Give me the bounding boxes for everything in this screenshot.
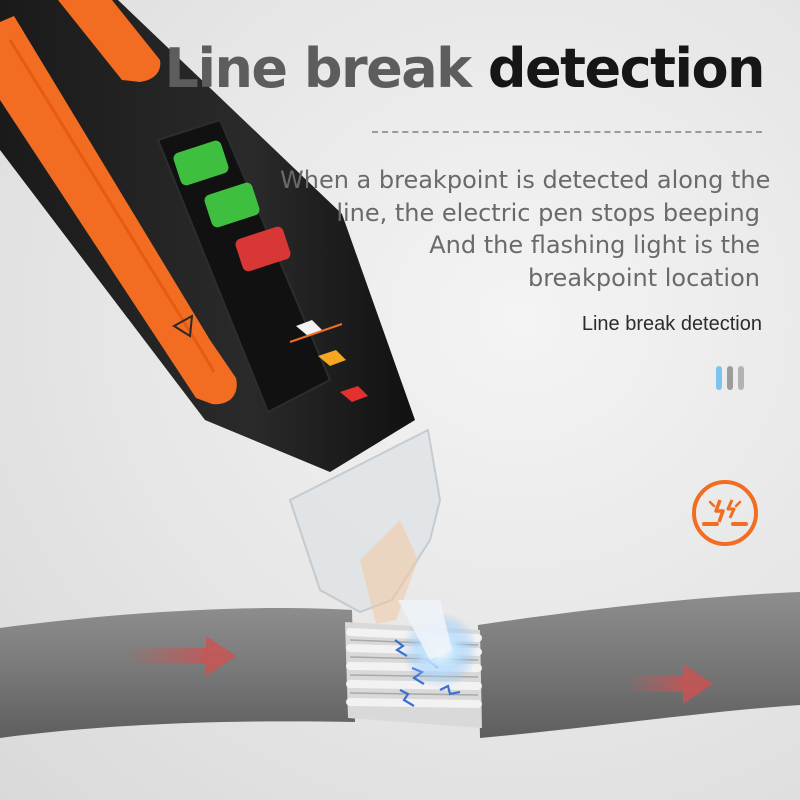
page-dot-3[interactable] [738, 366, 744, 390]
mode-button-2 [204, 182, 260, 228]
indicator-power [296, 320, 322, 336]
mode-button-1 [173, 140, 229, 186]
broken-wire-lightning-icon [692, 480, 758, 546]
description-line: When a breakpoint is detected along the [280, 166, 771, 194]
pagination-indicator[interactable] [716, 366, 744, 390]
cable-left [0, 608, 355, 738]
pen-clip [58, 0, 161, 82]
page-dot-1[interactable] [716, 366, 722, 390]
description-line: And the flashing light is the [429, 231, 760, 259]
flow-arrow-right [625, 664, 713, 704]
description-block: When a breakpoint is detected along the … [280, 164, 771, 294]
exposed-wires [345, 612, 482, 728]
cable-right [478, 592, 800, 738]
page-dot-2[interactable] [727, 366, 733, 390]
power-button [235, 226, 291, 272]
page-title: Line break detection [164, 34, 766, 104]
warning-panel [0, 16, 237, 405]
title-part-light: Line break [164, 37, 488, 100]
description-line: line, the electric pen stops beeping [336, 198, 760, 227]
flow-arrow-left [122, 636, 236, 676]
indicator-high [340, 386, 368, 402]
title-part-dark: detection [487, 37, 766, 100]
description-line: breakpoint location [527, 263, 760, 292]
voltage-tester-pen [0, 0, 452, 660]
indicator-low [318, 350, 346, 366]
feature-caption: Line break detection [581, 313, 762, 335]
dashed-divider [372, 131, 762, 133]
